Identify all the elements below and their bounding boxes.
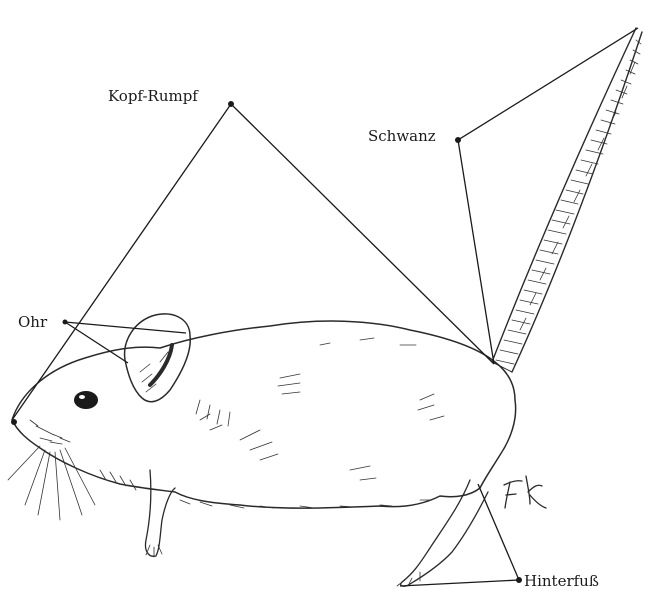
tail-point — [455, 137, 461, 143]
hind-foot-measure-line — [400, 484, 519, 586]
label-ear: Ohr — [18, 313, 48, 331]
mouse-ear — [125, 314, 191, 402]
mouse-whiskers — [8, 446, 95, 520]
artist-signature — [504, 476, 546, 508]
mouse-front-leg — [145, 470, 175, 556]
measurement-lines — [12, 28, 638, 586]
label-hind-foot: Hinterfuß — [524, 572, 599, 590]
hind-foot-point — [516, 577, 522, 583]
ear-point — [63, 320, 68, 325]
mouse-illustration — [8, 28, 642, 586]
label-tail: Schwanz — [368, 127, 436, 145]
mouse-tail — [492, 28, 642, 372]
mouse-body-outline — [12, 321, 516, 508]
head-body-measure-line — [12, 104, 494, 420]
mouse-eye — [74, 391, 98, 409]
diagram-labels: Kopf-Rumpf Schwanz Ohr Hinterfuß — [18, 87, 599, 590]
label-head-body: Kopf-Rumpf — [108, 87, 199, 105]
head-body-point — [228, 101, 234, 107]
tail-measure-line — [458, 28, 638, 364]
